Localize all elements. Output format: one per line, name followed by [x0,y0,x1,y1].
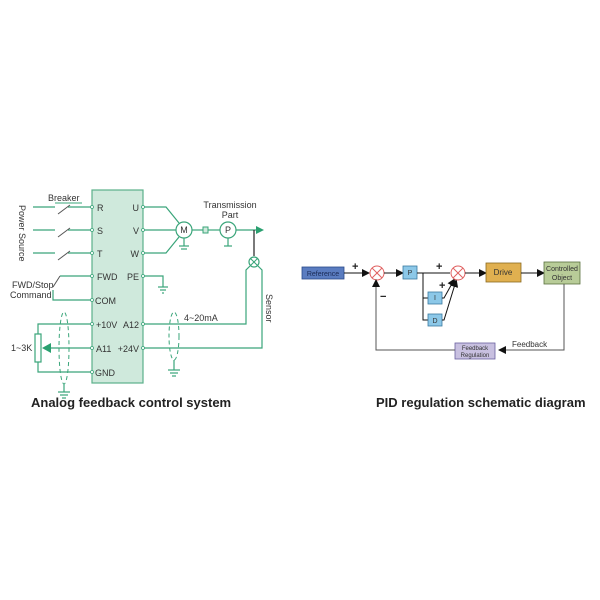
reference-plus-sign: + [352,261,358,273]
analog-feedback-diagram: R S T FWD COM +10V A11 GND U V W PE A12 … [10,189,274,410]
i-label: I [434,295,436,302]
pid-diagram: Reference + P + I D + [301,261,586,410]
motor-wiring [143,206,264,254]
cable-shield-right [168,311,180,361]
pin-label-w: W [131,249,140,259]
potentiometer-label: 1~3K [11,343,32,353]
fwd-stop-label-line2: Command [10,290,52,300]
potentiometer-wiring [37,323,92,373]
sensor-symbol [248,256,260,268]
pin-label-t: T [97,249,103,259]
pin-label-s: S [97,226,103,236]
pin-label-a12: A12 [123,320,139,330]
pin-label-10v: +10V [96,320,117,330]
pin-label-v: V [133,226,139,236]
transmission-label-line1: Transmission [203,200,256,210]
breaker-label: Breaker [48,193,80,203]
sensor-label: Sensor [264,294,274,323]
ground-symbol-shield-right [168,360,180,377]
feedback-regulation-label-line2: Regulation [461,353,490,359]
pid-branch-line [422,273,428,321]
transmission-label-line2: Part [222,210,239,220]
fwd-stop-switch [52,275,61,288]
terminal-dots [90,205,145,374]
motor-label: M [180,225,188,235]
ground-symbol-shield-left [58,384,70,399]
d-label: D [432,318,437,325]
pin-label-gnd: GND [95,368,116,378]
feedback-minus-sign: − [380,291,386,303]
pin-label-24v: +24V [118,344,139,354]
current-signal-label: 4~20mA [184,313,218,323]
power-source-label: Power Source [17,205,27,262]
pump-base [224,238,232,247]
pin-label-fwd: FWD [97,272,118,282]
coupling [202,226,209,234]
p-label: P [408,270,413,277]
feedback-path-line [498,284,565,354]
i-plus-sign: + [439,280,445,292]
feedback-return-line [372,279,455,351]
feedback-label: Feedback [512,340,548,349]
pin-label-u: U [133,203,140,213]
pin-label-a11: A11 [96,344,111,354]
controlled-object-block [543,261,581,285]
potentiometer [34,333,42,363]
breaker-switches [55,202,82,261]
ground-symbol-motor [179,238,189,250]
controlled-object-label-line2: Object [552,275,572,282]
pin-label-pe: PE [127,272,139,282]
pump-label: P [225,225,231,235]
summing-junction-1 [369,265,385,281]
summing-junction-2 [450,265,466,281]
analog-diagram-caption: Analog feedback control system [31,395,231,410]
pin-label-r: R [97,203,104,213]
inverter-terminal-block [91,189,144,384]
pid-diagram-caption: PID regulation schematic diagram [376,395,586,410]
pin-label-com: COM [95,296,116,306]
sensor-wiring [143,265,263,349]
d-to-sum-line [442,279,459,321]
controlled-object-label-line1: Controlled [546,266,578,273]
power-source-wiring [33,206,92,254]
fwd-stop-label-line1: FWD/Stop [12,280,54,290]
feedback-regulation-label-line1: Feedback [462,346,489,352]
ground-symbol-pe [143,275,168,294]
drive-label: Drive [494,268,513,277]
feedback-regulation-block [454,342,496,360]
fwd-com-wiring [52,275,92,301]
reference-label: Reference [307,271,339,278]
p-plus-sign: + [436,261,442,273]
potentiometer-wiper-arrow [42,343,51,353]
